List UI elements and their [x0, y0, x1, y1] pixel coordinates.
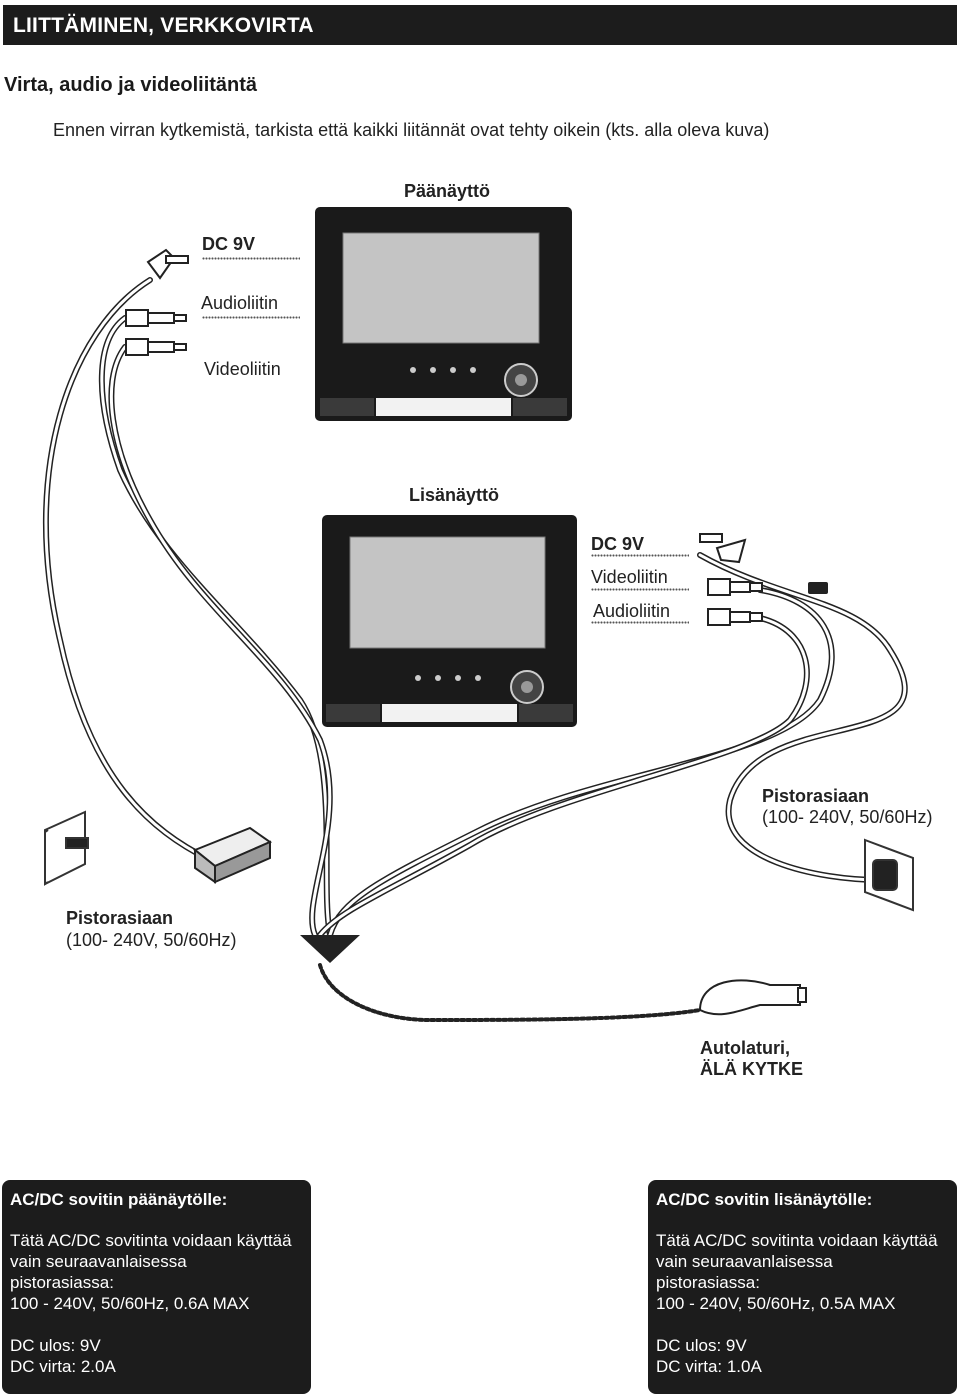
second-video-label: Videoliitin [591, 567, 668, 587]
info-box-second-line: vain seuraavanlaisessa [656, 1252, 833, 1271]
main-dc-label: DC 9V [202, 234, 256, 254]
second-audio-leader [591, 621, 689, 624]
info-box-main-title: AC/DC sovitin päänäytölle: [10, 1190, 228, 1209]
second-dc-leader [591, 554, 689, 557]
info-box-second-line: pistorasiassa: [656, 1273, 760, 1292]
main-screen-label: Päänäyttö [404, 181, 491, 201]
ac-adapter [193, 826, 273, 884]
y-splitter [300, 935, 360, 963]
outlet-right-title: Pistorasiaan [762, 786, 870, 806]
coil-cord [318, 963, 702, 1023]
second-screen-label: Lisänäyttö [409, 485, 500, 505]
video-plug-main [125, 338, 187, 356]
outlet-left-spec: (100- 240V, 50/60Hz) [66, 930, 237, 950]
info-box-main-line: vain seuraavanlaisessa [10, 1252, 187, 1271]
connection-diagram [42, 207, 914, 1023]
main-video-label: Videoliitin [204, 359, 281, 379]
wall-outlet-left [44, 810, 89, 886]
outlet-left-title: Pistorasiaan [66, 908, 174, 928]
dc-plug-second [699, 533, 747, 564]
info-box-main-adapter: AC/DC sovitin päänäytölle: Tätä AC/DC so… [2, 1180, 311, 1394]
info-box-second-line: DC ulos: 9V [656, 1336, 747, 1355]
main-screen-device [315, 207, 572, 421]
second-audio-label: Audioliitin [593, 601, 671, 621]
second-screen-device [322, 515, 577, 727]
intro-text: Ennen virran kytkemistä, tarkista että k… [53, 120, 770, 140]
audio-plug-second [707, 608, 763, 626]
car-charger [698, 979, 807, 1016]
info-box-main-line: DC virta: 2.0A [10, 1357, 116, 1376]
info-box-main-line: 100 - 240V, 50/60Hz, 0.6A MAX [10, 1294, 250, 1313]
page-header: LIITTÄMINEN, VERKKOVIRTA [3, 5, 957, 45]
main-dc-leader [202, 257, 300, 260]
ferrite-core [808, 582, 828, 594]
info-box-second-adapter: AC/DC sovitin lisänäytölle: Tätä AC/DC s… [648, 1180, 957, 1394]
info-box-second-line: Tätä AC/DC sovitinta voidaan käyttää [656, 1231, 938, 1250]
car-charger-label-1: Autolaturi, [700, 1038, 790, 1058]
video-plug-second [707, 578, 763, 596]
audio-plug-main [125, 309, 187, 327]
second-video-leader [591, 588, 689, 591]
wall-outlet-right [864, 838, 914, 912]
outlet-right-spec: (100- 240V, 50/60Hz) [762, 807, 933, 827]
info-box-main-line: Tätä AC/DC sovitinta voidaan käyttää [10, 1231, 292, 1250]
dc-plug-main [146, 248, 189, 280]
main-audio-label: Audioliitin [201, 293, 279, 313]
info-box-second-line: 100 - 240V, 50/60Hz, 0.5A MAX [656, 1294, 896, 1313]
section-title: Virta, audio ja videoliitäntä [4, 74, 258, 96]
info-box-second-title: AC/DC sovitin lisänäytölle: [656, 1190, 873, 1209]
info-box-main-line: DC ulos: 9V [10, 1336, 101, 1355]
car-charger-label-2: ÄLÄ KYTKE [700, 1059, 803, 1079]
info-box-second-line: DC virta: 1.0A [656, 1357, 762, 1376]
main-audio-leader [202, 316, 300, 319]
info-box-main-line: pistorasiassa: [10, 1273, 114, 1292]
second-dc-label: DC 9V [591, 534, 645, 554]
